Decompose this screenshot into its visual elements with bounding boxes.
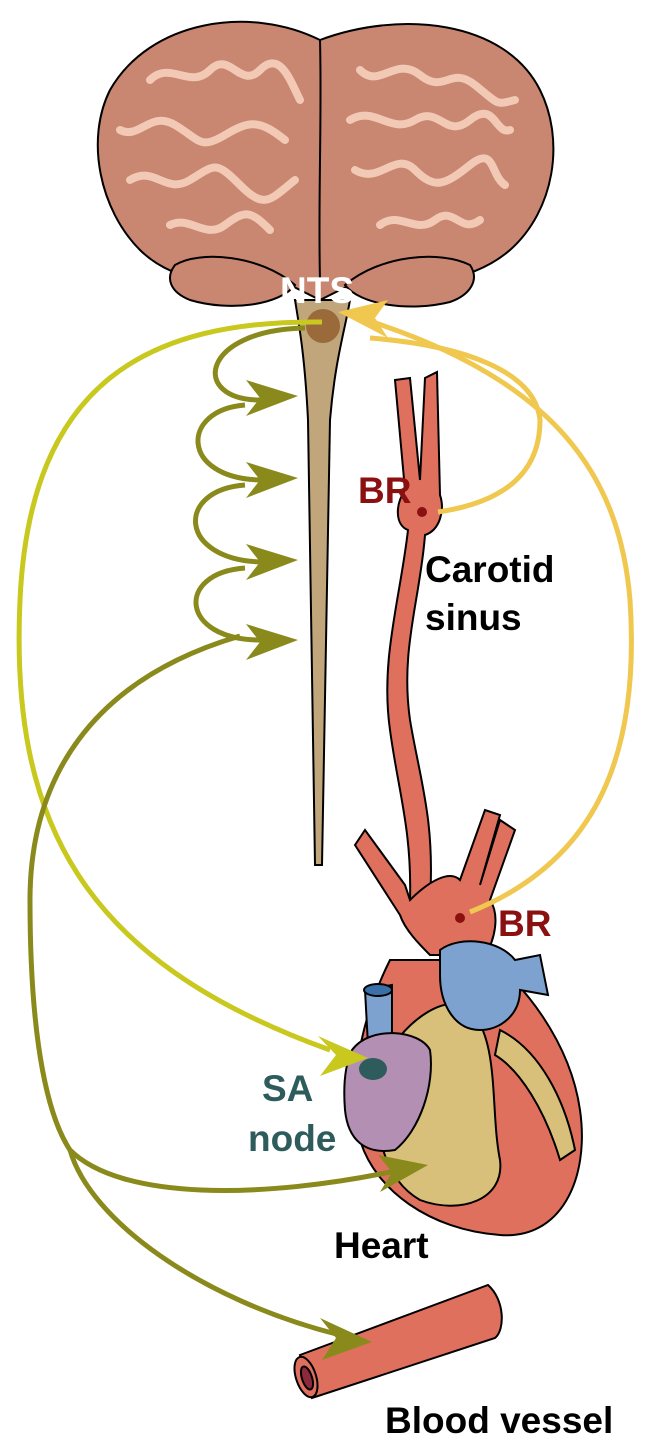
carotid-sinus-label-line2: sinus (425, 597, 522, 638)
br-aortic-dot (455, 913, 465, 923)
br-carotid-label: BR (358, 470, 411, 511)
sympathetic-wavy-path (193, 325, 306, 643)
sa-node-dot (359, 1058, 387, 1080)
afferent-pathways (359, 315, 634, 915)
brain (96, 20, 555, 308)
br-carotid-dot (417, 507, 427, 517)
nts-label: NTS (280, 270, 354, 311)
heart (343, 808, 583, 1237)
blood-vessel (293, 1283, 503, 1400)
heart-sympathetic-arrowhead (378, 1155, 428, 1192)
aortic-afferent-arrow (359, 315, 634, 915)
blood-vessel-label: Blood vessel (385, 1400, 613, 1441)
carotid-sinus-label-line1: Carotid (425, 549, 555, 590)
vagal-arrowhead (318, 1036, 368, 1076)
vessel-sympathetic-arrowhead (320, 1318, 372, 1360)
brainstem (293, 299, 352, 866)
sa-node-label-line1: SA (262, 1068, 313, 1109)
heart-label: Heart (334, 1225, 429, 1266)
nts-nucleus (306, 309, 340, 343)
brain-gyri (116, 59, 519, 234)
sympathetic-efferents (27, 633, 401, 1338)
sympathetic-arrowheads (246, 380, 298, 660)
vagal-arrow (16, 319, 331, 1053)
sa-node-label-line2: node (248, 1118, 336, 1159)
br-aortic-label: BR (498, 903, 551, 944)
afferent-arrowhead (338, 300, 388, 338)
